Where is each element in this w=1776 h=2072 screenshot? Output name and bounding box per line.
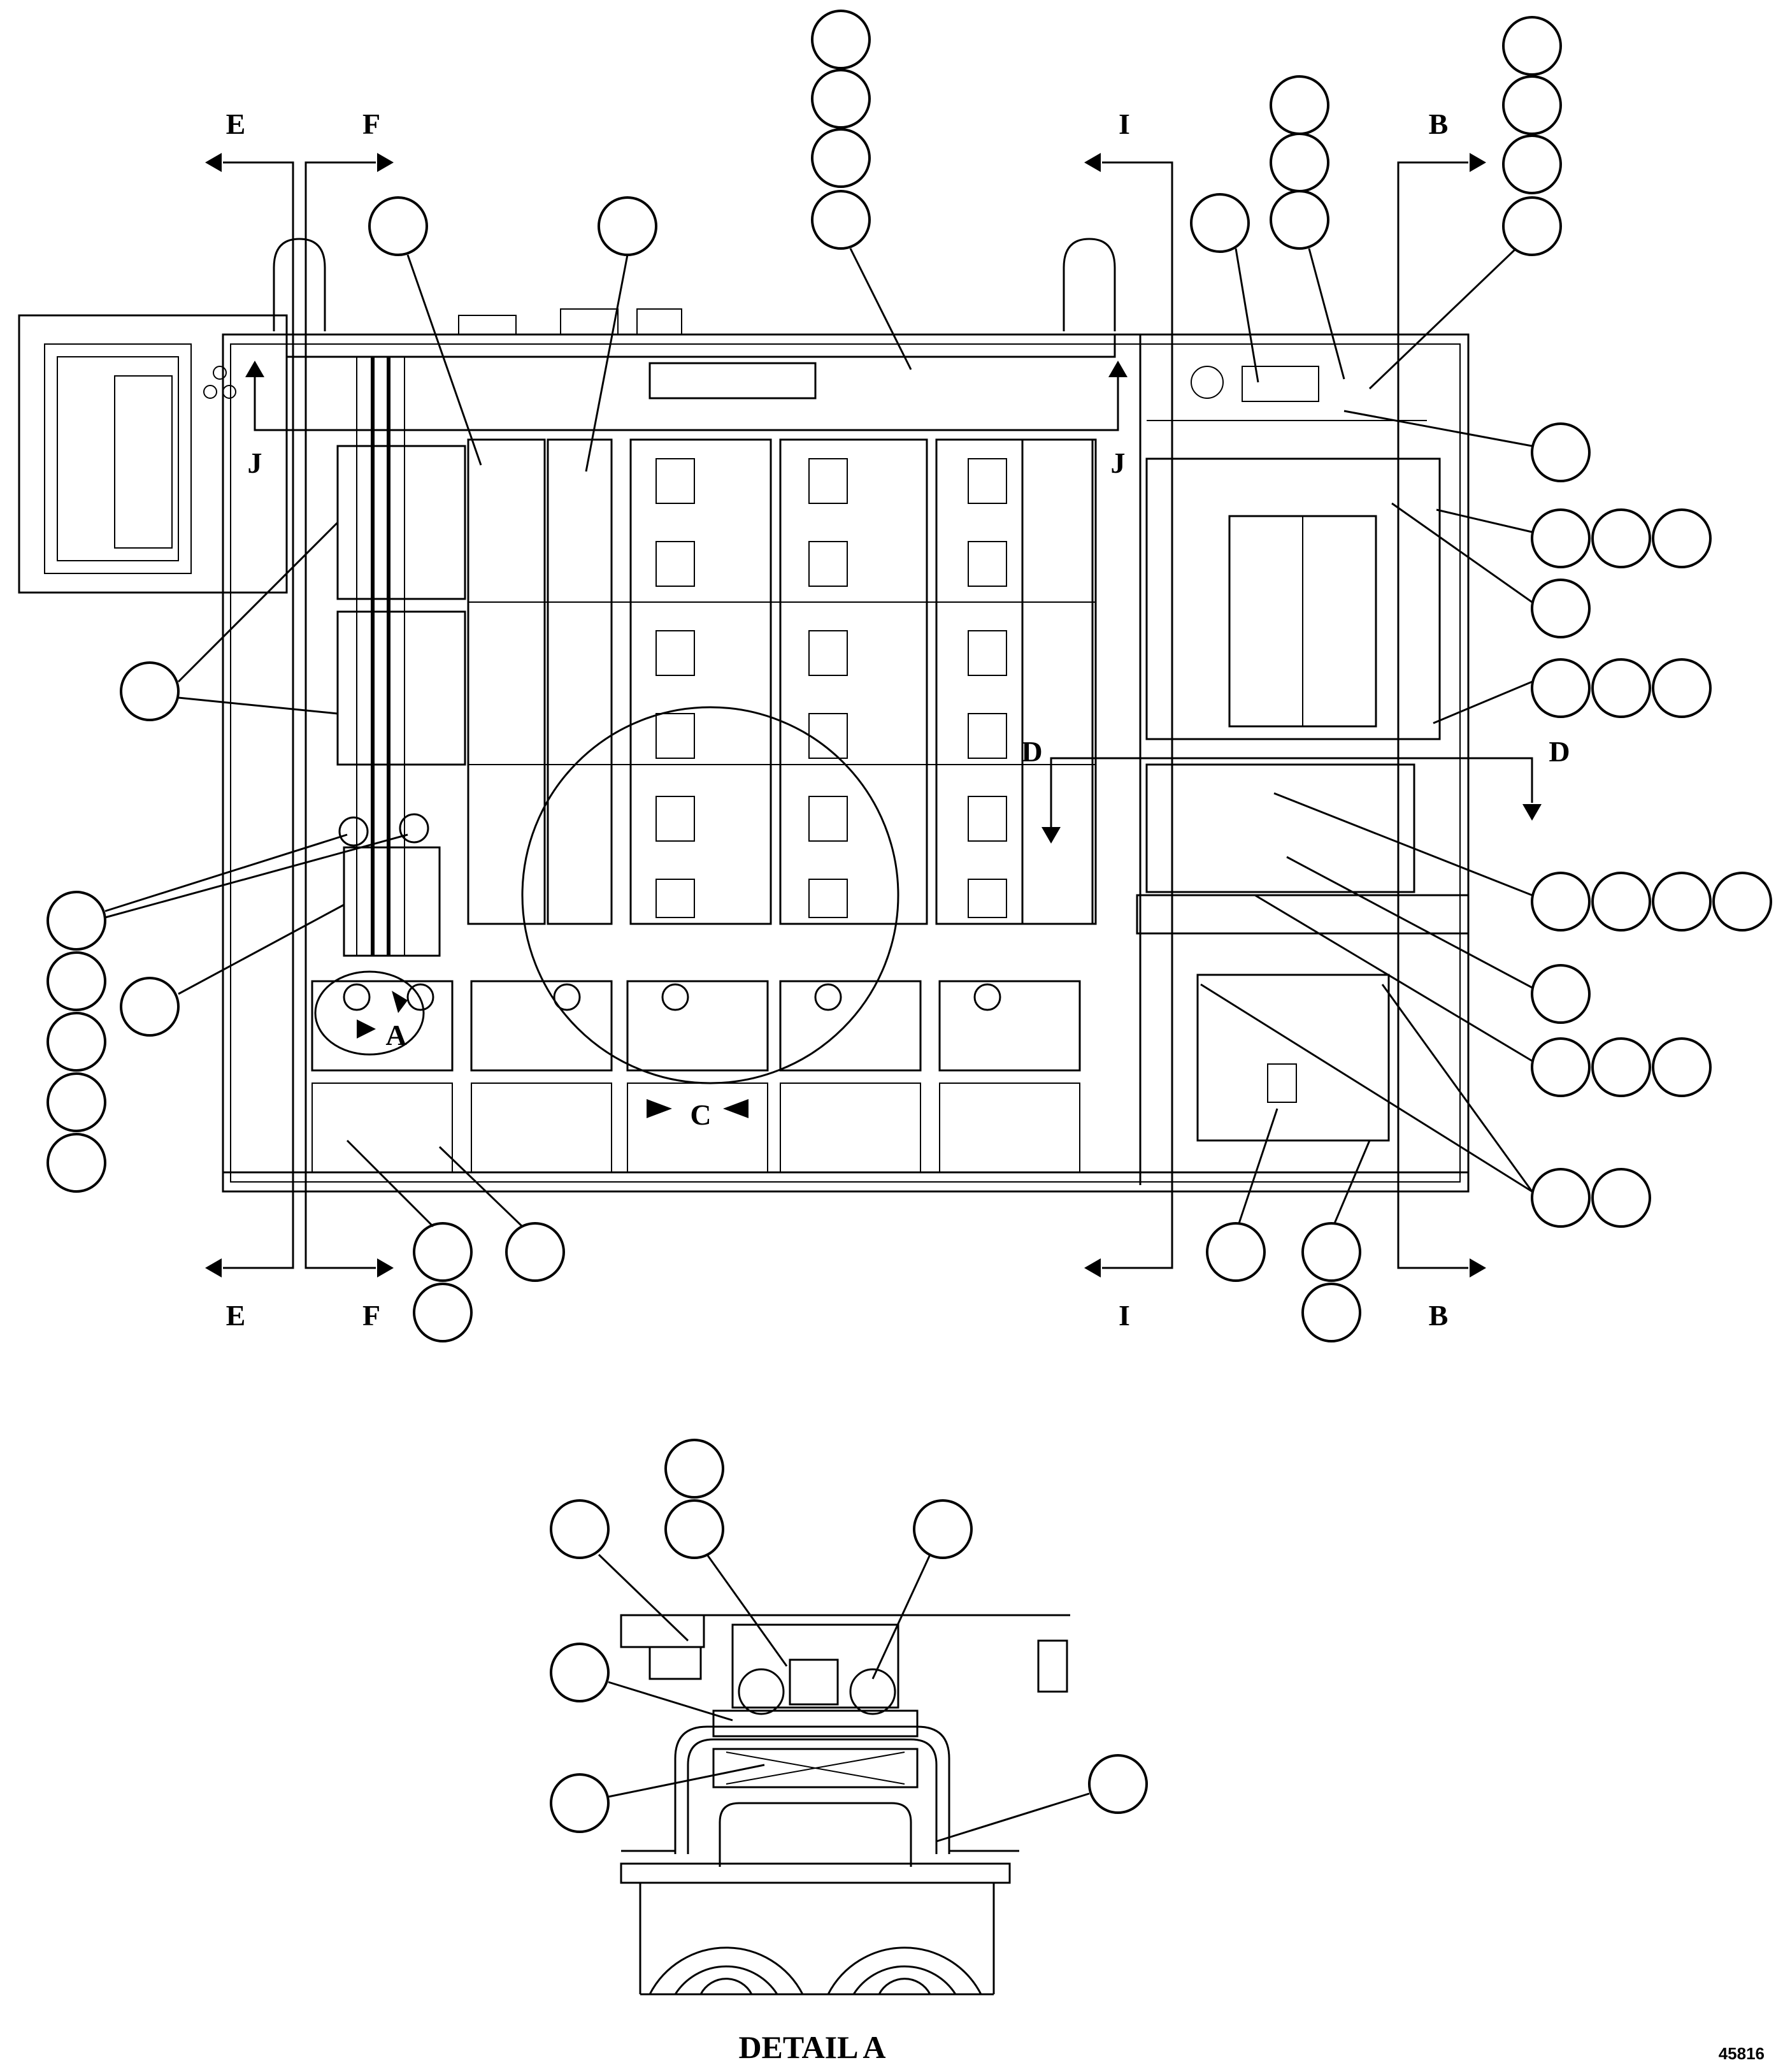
cabinet-main-view <box>18 238 1470 1193</box>
right-upper-panel <box>1145 457 1441 740</box>
lifting-eye-left <box>273 238 326 331</box>
top-rail <box>285 333 1116 358</box>
section-label-d-left: D <box>1021 735 1042 768</box>
right-lower-panel <box>1196 974 1390 1142</box>
cabinet-outline <box>222 333 1470 1193</box>
detail-a-view <box>550 1439 1148 1996</box>
detail-label-c: C <box>690 1098 711 1131</box>
section-label-b-top: B <box>1429 108 1449 140</box>
section-label-j-right: J <box>1111 447 1126 479</box>
detail-a-loop <box>314 970 425 1056</box>
detail-a-clamp <box>731 1623 899 1709</box>
section-label-d-right: D <box>1549 735 1570 768</box>
section-letter-labels: E F I B E F I B J J D D A C <box>226 108 1570 1332</box>
section-label-f-top: F <box>362 108 380 140</box>
section-label-i-top: I <box>1119 108 1130 140</box>
detail-c-circle <box>521 706 899 1084</box>
bottom-terminal-row <box>311 980 1081 1173</box>
section-cut-lines <box>205 153 1542 1277</box>
section-label-b-bottom: B <box>1429 1299 1449 1332</box>
detail-a-caption: DETAIL A <box>738 2029 885 2065</box>
left-module-2 <box>336 610 466 766</box>
leader-lines <box>104 247 1533 1228</box>
callout-balloons <box>47 10 1772 1342</box>
figure-number: 45816 <box>1719 2044 1765 2063</box>
detail-a-bracket <box>674 1725 950 1854</box>
section-label-e-bottom: E <box>226 1299 246 1332</box>
power-module-array <box>467 438 1097 925</box>
top-bracket <box>648 362 817 399</box>
section-label-j-left: J <box>248 447 262 479</box>
detail-label-a: A <box>385 1019 406 1051</box>
section-label-f-bottom: F <box>362 1299 380 1332</box>
left-module-3 <box>343 846 441 957</box>
cabinet-inner-outline <box>230 343 1461 1183</box>
right-middle-panel <box>1145 763 1415 893</box>
section-label-e-top: E <box>226 108 246 140</box>
lifting-eye-right <box>1063 238 1116 331</box>
section-label-i-bottom: I <box>1119 1299 1130 1332</box>
